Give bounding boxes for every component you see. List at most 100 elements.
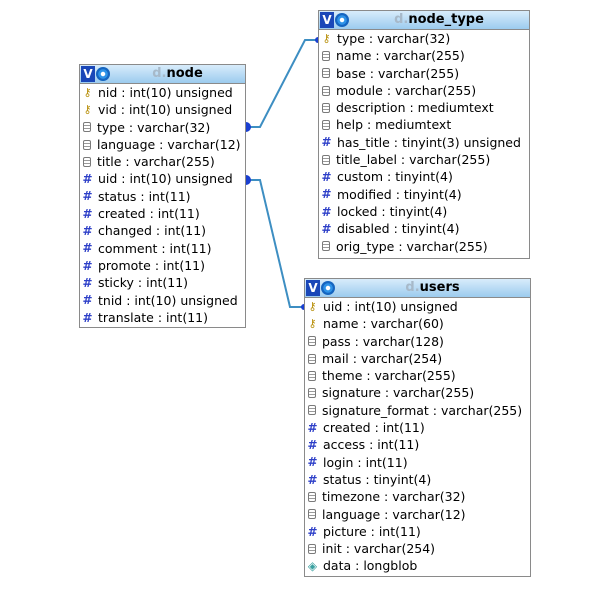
text-field-icon [308, 491, 316, 502]
table-name: node [166, 66, 203, 81]
field-label: changed : int(11) [98, 223, 207, 239]
text-field-icon [322, 68, 330, 79]
field-row[interactable]: title : varchar(255) [80, 153, 245, 170]
field-row[interactable]: #status : int(11) [80, 188, 245, 205]
field-row[interactable]: name : varchar(255) [319, 47, 529, 64]
field-label: pass : varchar(128) [322, 333, 444, 349]
field-row[interactable]: ⚷type : varchar(32) [319, 30, 529, 47]
text-field-icon [322, 154, 330, 165]
field-row[interactable]: #has_title : tinyint(3) unsigned [319, 134, 529, 151]
numeric-field-icon: # [321, 221, 332, 236]
field-row[interactable]: ⚷vid : int(10) unsigned [80, 101, 245, 118]
table-name: node_type [408, 12, 484, 27]
field-row[interactable]: #sticky : int(11) [80, 274, 245, 291]
text-field-icon [308, 543, 316, 554]
text-field-icon [322, 85, 330, 96]
field-row[interactable]: signature : varchar(255) [305, 384, 530, 401]
field-label: login : int(11) [323, 454, 408, 470]
field-row[interactable]: #changed : int(11) [80, 222, 245, 239]
field-row[interactable]: base : varchar(255) [319, 65, 529, 82]
numeric-field-icon: # [307, 524, 318, 539]
table-header[interactable]: V d.users [305, 279, 530, 298]
view-icon[interactable]: V [81, 66, 95, 82]
field-label: signature_format : varchar(255) [322, 402, 523, 418]
view-icon[interactable]: V [320, 12, 334, 28]
field-label: status : int(11) [98, 188, 191, 204]
field-row[interactable]: ◈data : longblob [305, 557, 530, 574]
db-prefix: d. [152, 66, 167, 81]
field-label: name : varchar(60) [323, 316, 444, 332]
field-row[interactable]: # locked : tinyint(4) [319, 203, 529, 220]
text-field-icon [308, 405, 316, 416]
field-row[interactable]: language : varchar(12) [80, 136, 245, 153]
field-row[interactable]: #translate : int(11) [80, 309, 245, 326]
field-row[interactable]: mail : varchar(254) [305, 350, 530, 367]
field-row[interactable]: orig_type : varchar(255) [319, 238, 529, 255]
view-icon[interactable]: V [306, 280, 320, 296]
numeric-field-icon: # [307, 472, 318, 487]
field-row[interactable]: #status : tinyint(4) [305, 471, 530, 488]
field-row[interactable]: description : mediumtext [319, 99, 529, 116]
table-node[interactable]: V d.node ⚷nid : int(10) unsigned⚷vid : i… [79, 64, 246, 328]
text-field-icon [322, 50, 330, 61]
field-row[interactable]: title_label : varchar(255) [319, 151, 529, 168]
field-row[interactable]: #custom : tinyint(4) [319, 168, 529, 185]
field-row[interactable]: # picture : int(11) [305, 523, 530, 540]
table-header[interactable]: V d.node_type [319, 11, 529, 30]
field-row[interactable]: timezone : varchar(32) [305, 488, 530, 505]
gear-icon[interactable] [335, 13, 349, 27]
relation-node-uid-to-users [246, 175, 307, 310]
numeric-field-icon: # [82, 172, 93, 187]
table-node-type[interactable]: V d.node_type ⚷type : varchar(32)name : … [318, 10, 530, 259]
field-label: orig_type : varchar(255) [336, 238, 488, 254]
field-row[interactable]: #disabled : tinyint(4) [319, 220, 529, 237]
table-header[interactable]: V d.node [80, 65, 245, 84]
gear-icon[interactable] [321, 281, 335, 295]
relation-line [248, 39, 318, 128]
field-row[interactable]: #comment : int(11) [80, 240, 245, 257]
field-row[interactable]: signature_format : varchar(255) [305, 402, 530, 419]
field-label: help : mediumtext [336, 117, 452, 133]
field-label: has_title : tinyint(3) unsigned [337, 134, 521, 150]
field-label: uid : int(10) unsigned [98, 171, 233, 187]
table-users[interactable]: V d.users ⚷uid : int(10) unsigned⚷ name :… [304, 278, 531, 577]
field-row[interactable]: #modified : tinyint(4) [319, 186, 529, 203]
field-label: tnid : int(10) unsigned [98, 292, 238, 308]
field-label: timezone : varchar(32) [322, 489, 466, 505]
numeric-field-icon: # [321, 204, 332, 219]
field-row[interactable]: theme : varchar(255) [305, 367, 530, 384]
field-label: module : varchar(255) [336, 82, 477, 98]
field-row[interactable]: language : varchar(12) [305, 506, 530, 523]
db-prefix: d. [405, 280, 420, 295]
key-icon: ⚷ [308, 316, 317, 330]
field-row[interactable]: # uid : int(10) unsigned [80, 170, 245, 187]
field-label: created : int(11) [98, 206, 200, 222]
field-row[interactable]: #login : int(11) [305, 454, 530, 471]
text-field-icon [308, 370, 316, 381]
key-icon: ⚷ [308, 299, 317, 313]
field-row[interactable]: ⚷uid : int(10) unsigned [305, 298, 530, 315]
field-row[interactable]: pass : varchar(128) [305, 333, 530, 350]
field-label: picture : int(11) [323, 523, 421, 539]
numeric-field-icon: # [82, 275, 93, 290]
field-row[interactable]: type : varchar(32) [80, 119, 245, 136]
gear-icon[interactable] [96, 67, 110, 81]
field-list: ⚷uid : int(10) unsigned⚷ name : varchar(6… [305, 298, 530, 575]
field-row[interactable]: #tnid : int(10) unsigned [80, 292, 245, 309]
field-row[interactable]: help : mediumtext [319, 116, 529, 133]
field-label: mail : varchar(254) [322, 350, 443, 366]
field-row[interactable]: module : varchar(255) [319, 82, 529, 99]
field-row[interactable]: init : varchar(254) [305, 540, 530, 557]
field-row[interactable]: #created : int(11) [80, 205, 245, 222]
field-label: locked : tinyint(4) [337, 203, 448, 219]
field-label: access : int(11) [323, 437, 420, 453]
numeric-field-icon: # [307, 420, 318, 435]
field-row[interactable]: #promote : int(11) [80, 257, 245, 274]
field-row[interactable]: #access : int(11) [305, 436, 530, 453]
relation-end-marker [246, 175, 251, 185]
field-row[interactable]: ⚷nid : int(10) unsigned [80, 84, 245, 101]
field-list: ⚷nid : int(10) unsigned⚷vid : int(10) un… [80, 84, 245, 326]
field-row[interactable]: ⚷ name : varchar(60) [305, 315, 530, 332]
field-row[interactable]: #created : int(11) [305, 419, 530, 436]
field-label: translate : int(11) [98, 309, 208, 325]
